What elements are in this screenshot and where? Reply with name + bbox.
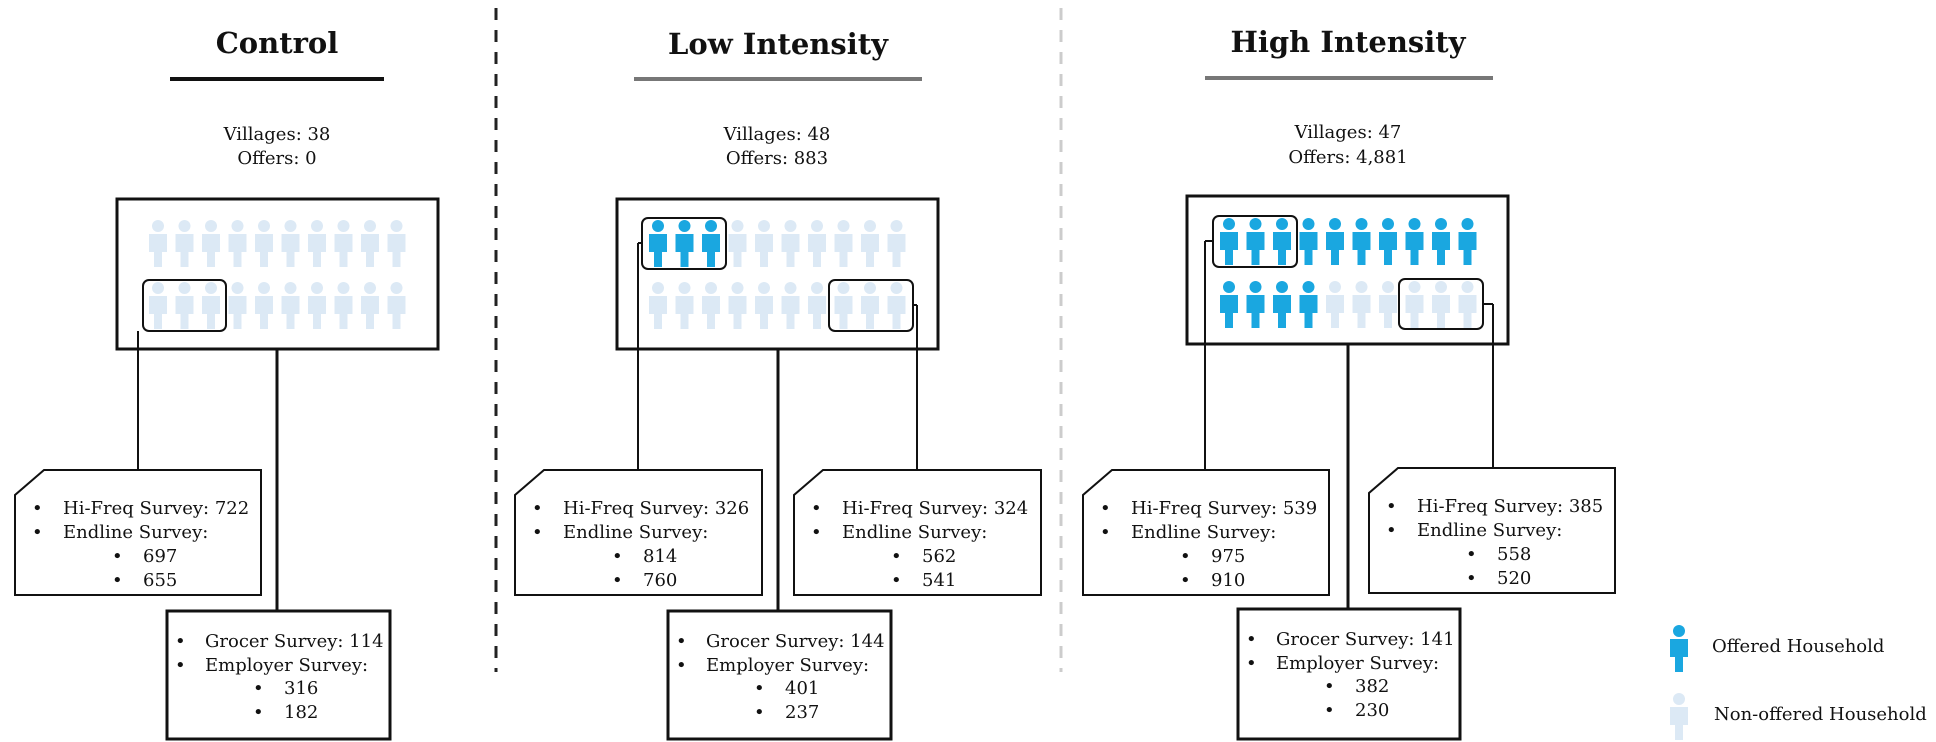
endline-value: 697 xyxy=(143,546,177,567)
bullet-dot: • xyxy=(32,522,43,543)
person-icon xyxy=(1670,693,1688,740)
household-survey-box: • Hi-Freq Survey: 385 • Endline Survey: … xyxy=(1368,467,1616,594)
endline-value: 975 xyxy=(1211,546,1245,567)
bullet-dot: • xyxy=(1180,570,1191,591)
market-survey-box: • Grocer Survey: 144 • Employer Survey: … xyxy=(666,609,893,741)
market-survey-item: Grocer Survey: 144 xyxy=(706,631,885,652)
village-box-low xyxy=(615,197,940,351)
non-offered-household-icon xyxy=(1670,693,1688,740)
bullet-dot: • xyxy=(175,655,186,676)
villages-count-low: Villages: 48 xyxy=(723,124,831,145)
endline-value: 760 xyxy=(643,570,677,591)
employer-value: 182 xyxy=(284,702,318,723)
bullet-dot: • xyxy=(1386,496,1397,517)
column-title-control: Control xyxy=(216,26,339,60)
employer-value: 316 xyxy=(284,678,318,699)
sample-bracket-control xyxy=(142,279,227,332)
household-survey-box: • Hi-Freq Survey: 539 • Endline Survey: … xyxy=(1082,469,1330,596)
hh-survey-item: Endline Survey: xyxy=(63,522,208,543)
employer-value: 401 xyxy=(785,678,819,699)
bullet-dot: • xyxy=(1246,653,1257,674)
endline-value: 558 xyxy=(1497,544,1531,565)
endline-value: 520 xyxy=(1497,568,1531,589)
hh-survey-item: Endline Survey: xyxy=(842,522,987,543)
villages-count-control: Villages: 38 xyxy=(223,124,331,145)
column-title-high: High Intensity xyxy=(1230,25,1466,59)
bullet-dot: • xyxy=(532,498,543,519)
bullet-dot: • xyxy=(1100,522,1111,543)
legend: Offered Household Non-offered Household xyxy=(1670,625,1927,740)
bullet-dot: • xyxy=(1180,546,1191,567)
hh-survey-item: Endline Survey: xyxy=(563,522,708,543)
villages-count-high: Villages: 47 xyxy=(1294,122,1402,143)
employer-value: 237 xyxy=(785,702,819,723)
endline-value: 562 xyxy=(922,546,956,567)
hh-survey-item: Hi-Freq Survey: 326 xyxy=(563,498,749,519)
bullet-dot: • xyxy=(32,498,43,519)
market-survey-box: • Grocer Survey: 141 • Employer Survey: … xyxy=(1236,607,1462,741)
bullet-dot: • xyxy=(811,522,822,543)
household-survey-box: • Hi-Freq Survey: 324 • Endline Survey: … xyxy=(793,469,1042,596)
endline-value: 814 xyxy=(643,546,677,567)
bullet-dot: • xyxy=(112,546,123,567)
column-high-intensity: High Intensity Villages: 47 Offers: 4,88… xyxy=(1082,25,1616,741)
bullet-dot: • xyxy=(1324,700,1335,721)
person-icon xyxy=(1670,625,1688,672)
bullet-dot: • xyxy=(754,678,765,699)
legend-offered-label: Offered Household xyxy=(1712,636,1884,657)
bullet-dot: • xyxy=(1466,568,1477,589)
hh-survey-item: Hi-Freq Survey: 324 xyxy=(842,498,1028,519)
hh-survey-item: Hi-Freq Survey: 722 xyxy=(63,498,249,519)
hh-survey-item: Endline Survey: xyxy=(1417,520,1562,541)
offered-household-icon xyxy=(1670,625,1688,672)
legend-nonoffered-label: Non-offered Household xyxy=(1714,704,1927,725)
hh-survey-item: Hi-Freq Survey: 539 xyxy=(1131,498,1317,519)
market-survey-box: • Grocer Survey: 114 • Employer Survey: … xyxy=(165,609,392,741)
employer-value: 382 xyxy=(1355,676,1389,697)
bullet-dot: • xyxy=(1466,544,1477,565)
endline-value: 541 xyxy=(922,570,956,591)
column-low-intensity: Low Intensity Villages: 48 Offers: 883 •… xyxy=(514,27,1042,741)
bullet-dot: • xyxy=(532,522,543,543)
bullet-dot: • xyxy=(811,498,822,519)
bullet-dot: • xyxy=(891,570,902,591)
bullet-dot: • xyxy=(175,631,186,652)
bullet-dot: • xyxy=(1386,520,1397,541)
bullet-dot: • xyxy=(253,678,264,699)
bullet-dot: • xyxy=(253,702,264,723)
market-survey-item: Employer Survey: xyxy=(706,655,869,676)
household-survey-box: • Hi-Freq Survey: 722 • Endline Survey: … xyxy=(14,469,262,596)
employer-value: 230 xyxy=(1355,700,1389,721)
bullet-dot: • xyxy=(612,570,623,591)
bullet-dot: • xyxy=(676,655,687,676)
hh-survey-item: Hi-Freq Survey: 385 xyxy=(1417,496,1603,517)
market-survey-item: Grocer Survey: 141 xyxy=(1276,629,1455,650)
market-survey-item: Employer Survey: xyxy=(205,655,368,676)
household-survey-box: • Hi-Freq Survey: 326 • Endline Survey: … xyxy=(514,469,763,596)
endline-value: 655 xyxy=(143,570,177,591)
offers-count-control: Offers: 0 xyxy=(237,148,316,169)
village-box-high xyxy=(1185,194,1510,346)
bullet-dot: • xyxy=(891,546,902,567)
market-survey-item: Grocer Survey: 114 xyxy=(205,631,384,652)
bullet-dot: • xyxy=(754,702,765,723)
bullet-dot: • xyxy=(676,631,687,652)
village-box-control xyxy=(115,197,440,351)
column-title-low: Low Intensity xyxy=(668,27,889,61)
bullet-dot: • xyxy=(1246,629,1257,650)
bullet-dot: • xyxy=(112,570,123,591)
bullet-dot: • xyxy=(612,546,623,567)
offers-count-low: Offers: 883 xyxy=(726,148,828,169)
bullet-dot: • xyxy=(1324,676,1335,697)
endline-value: 910 xyxy=(1211,570,1245,591)
hh-survey-item: Endline Survey: xyxy=(1131,522,1276,543)
bullet-dot: • xyxy=(1100,498,1111,519)
offers-count-high: Offers: 4,881 xyxy=(1288,147,1407,168)
column-control: Control Villages: 38 Offers: 0 • Hi-Freq… xyxy=(14,26,440,741)
market-survey-item: Employer Survey: xyxy=(1276,653,1439,674)
